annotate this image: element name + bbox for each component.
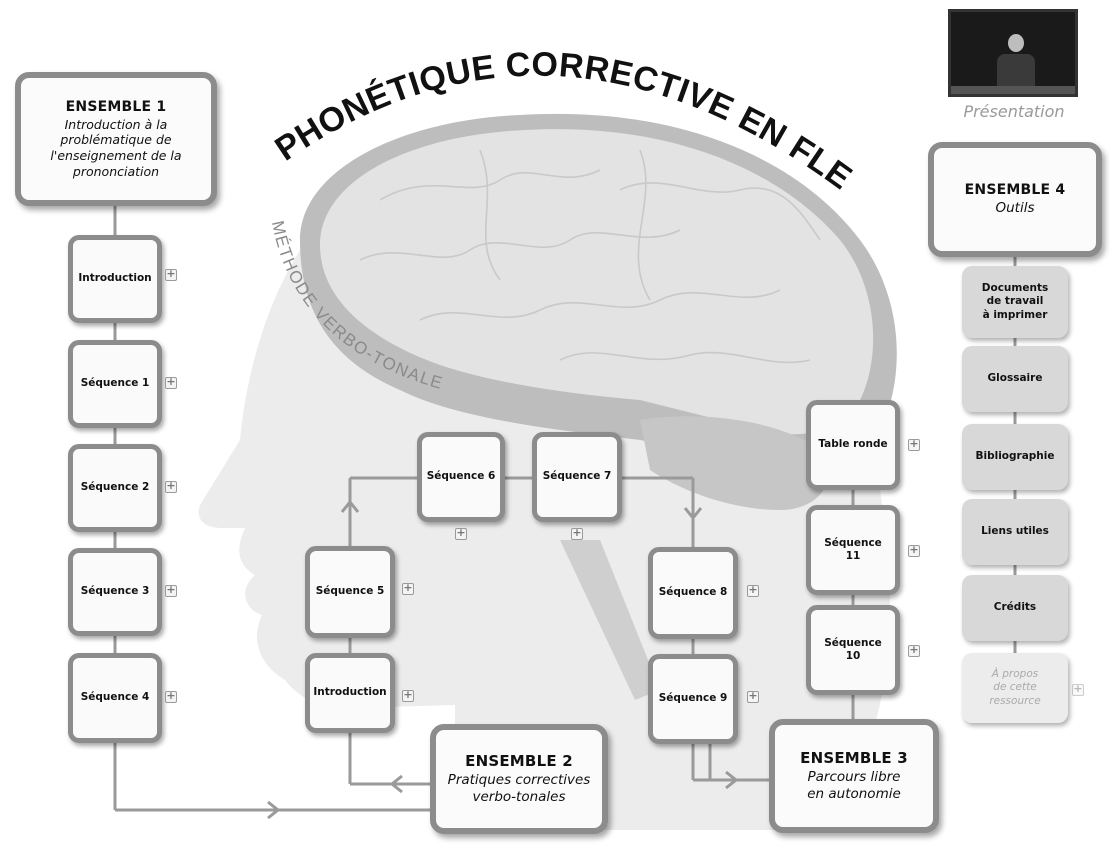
expand-icon[interactable]: + — [571, 526, 583, 540]
expand-icon[interactable]: + — [165, 375, 177, 389]
ensemble-1-sequence-2[interactable]: Séquence 2 — [68, 444, 162, 532]
tool-documents-de-travail[interactable]: Documents de travail à imprimer — [962, 266, 1068, 338]
presentation-video-thumbnail[interactable] — [948, 9, 1078, 97]
ensemble-2-introduction[interactable]: Introduction — [305, 653, 395, 733]
speaker-figure — [997, 34, 1035, 94]
expand-icon[interactable]: + — [402, 581, 414, 595]
presentation-label[interactable]: Présentation — [963, 102, 1065, 121]
ensemble-1-box[interactable]: ENSEMBLE 1 Introduction à la problématiq… — [15, 72, 217, 206]
expand-icon[interactable]: + — [165, 689, 177, 703]
ensemble-3-sequence-10[interactable]: Séquence 10 — [806, 605, 900, 695]
cerebellum — [640, 416, 828, 510]
ensemble-2-sequence-9[interactable]: Séquence 9 — [648, 654, 738, 744]
expand-icon[interactable]: + — [908, 643, 920, 657]
ensemble-2-sequence-8[interactable]: Séquence 8 — [648, 547, 738, 639]
expand-icon[interactable]: + — [165, 583, 177, 597]
ensemble-3-table-ronde[interactable]: Table ronde — [806, 400, 900, 490]
expand-icon[interactable]: + — [165, 267, 177, 281]
ensemble-2-box[interactable]: ENSEMBLE 2 Pratiques correctives verbo-t… — [430, 724, 608, 834]
brain — [320, 129, 874, 435]
ensemble-3-box[interactable]: ENSEMBLE 3 Parcours libre en autonomie — [769, 719, 939, 833]
ensemble-4-subtitle: Outils — [995, 200, 1035, 217]
expand-icon[interactable]: + — [747, 583, 759, 597]
ensemble-2-sequence-7[interactable]: Séquence 7 — [532, 432, 622, 522]
ensemble-3-sequence-11[interactable]: Séquence 11 — [806, 505, 900, 595]
ensemble-1-sequence-3[interactable]: Séquence 3 — [68, 548, 162, 636]
ensemble-2-sequence-6[interactable]: Séquence 6 — [417, 432, 505, 522]
tool-liens-utiles[interactable]: Liens utiles — [962, 499, 1068, 565]
expand-icon[interactable]: + — [402, 688, 414, 702]
ensemble-1-subtitle: Introduction à la problématique de l'ens… — [50, 116, 182, 179]
ensemble-1-introduction[interactable]: Introduction — [68, 235, 162, 323]
expand-icon[interactable]: + — [455, 526, 467, 540]
ensemble-1-title: ENSEMBLE 1 — [65, 98, 167, 115]
expand-icon[interactable]: + — [908, 437, 920, 451]
ensemble-3-subtitle: Parcours libre en autonomie — [807, 769, 901, 802]
ensemble-4-title: ENSEMBLE 4 — [964, 182, 1066, 199]
expand-icon[interactable]: + — [1072, 682, 1084, 696]
tool-credits[interactable]: Crédits — [962, 575, 1068, 641]
tool-glossaire[interactable]: Glossaire — [962, 346, 1068, 412]
expand-icon[interactable]: + — [908, 543, 920, 557]
tool-bibliographie[interactable]: Bibliographie — [962, 424, 1068, 490]
expand-icon[interactable]: + — [747, 689, 759, 703]
ensemble-1-sequence-1[interactable]: Séquence 1 — [68, 340, 162, 428]
connectors — [113, 205, 1017, 820]
tool-a-propos[interactable]: À propos de cette ressource — [962, 653, 1068, 723]
ensemble-3-title: ENSEMBLE 3 — [800, 749, 908, 768]
brain-stem — [560, 540, 660, 700]
ensemble-4-box[interactable]: ENSEMBLE 4 Outils — [928, 142, 1102, 257]
ensemble-1-sequence-4[interactable]: Séquence 4 — [68, 653, 162, 743]
expand-icon[interactable]: + — [165, 479, 177, 493]
video-controls-bar — [951, 86, 1075, 94]
ensemble-2-title: ENSEMBLE 2 — [465, 752, 573, 771]
ensemble-2-sequence-5[interactable]: Séquence 5 — [305, 546, 395, 638]
ensemble-2-subtitle: Pratiques correctives verbo-tonales — [447, 772, 591, 805]
